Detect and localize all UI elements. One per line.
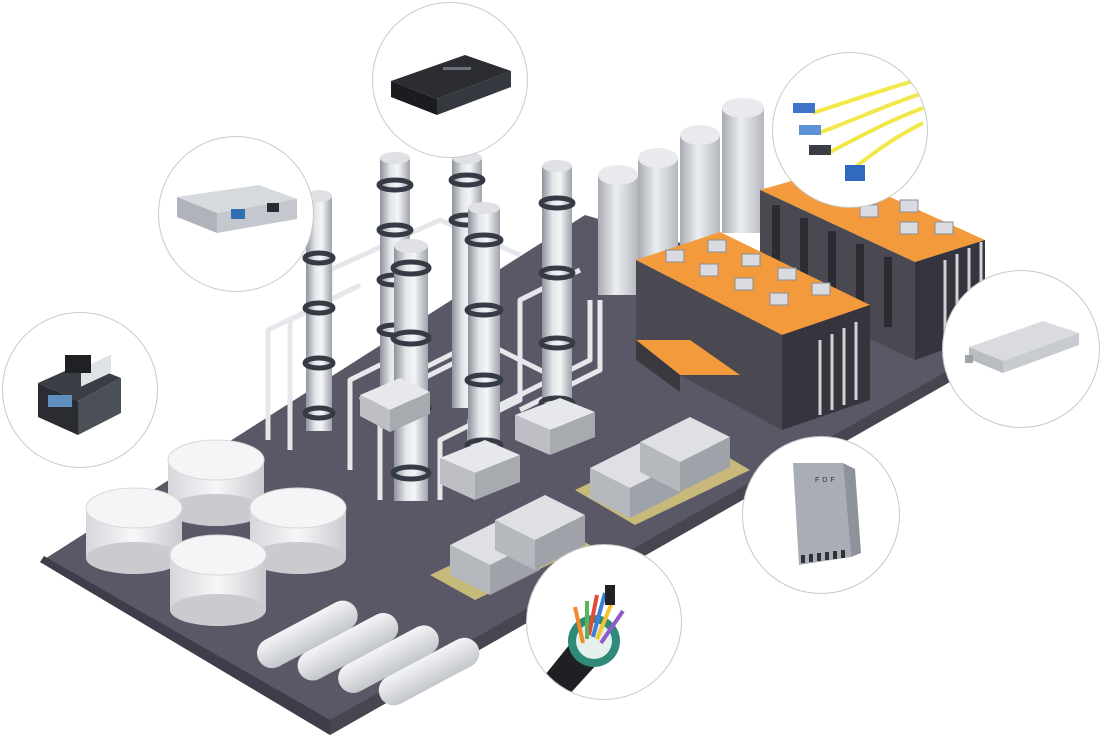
- fdf-box-icon: [793, 463, 861, 565]
- fiber-patch-cords-icon: [793, 76, 924, 181]
- fiber-patch-cords-callout: [772, 52, 928, 208]
- fusion-splicer-icon: [38, 354, 121, 435]
- storage-tanks: [85, 439, 347, 626]
- horizontal-vessels: [257, 600, 480, 706]
- storage-silos: [598, 98, 764, 295]
- media-converter-icon: [177, 185, 297, 233]
- cooling-units: [430, 417, 750, 600]
- fiber-cable-callout: [526, 544, 682, 700]
- media-converter-callout: [158, 136, 314, 292]
- rack-odf-icon: [965, 321, 1079, 373]
- fiber-cable-icon: [545, 585, 625, 697]
- small-units: [360, 378, 595, 500]
- fdf-label: FDF: [815, 477, 838, 484]
- network-switch-callout: [372, 2, 528, 158]
- process-building-front: [636, 232, 983, 430]
- network-switch-icon: [391, 55, 511, 115]
- fdf-box-callout: FDF: [742, 436, 900, 594]
- distillation-towers: [302, 152, 576, 501]
- rack-odf-callout: [942, 270, 1100, 428]
- fusion-splicer-callout: [2, 312, 158, 468]
